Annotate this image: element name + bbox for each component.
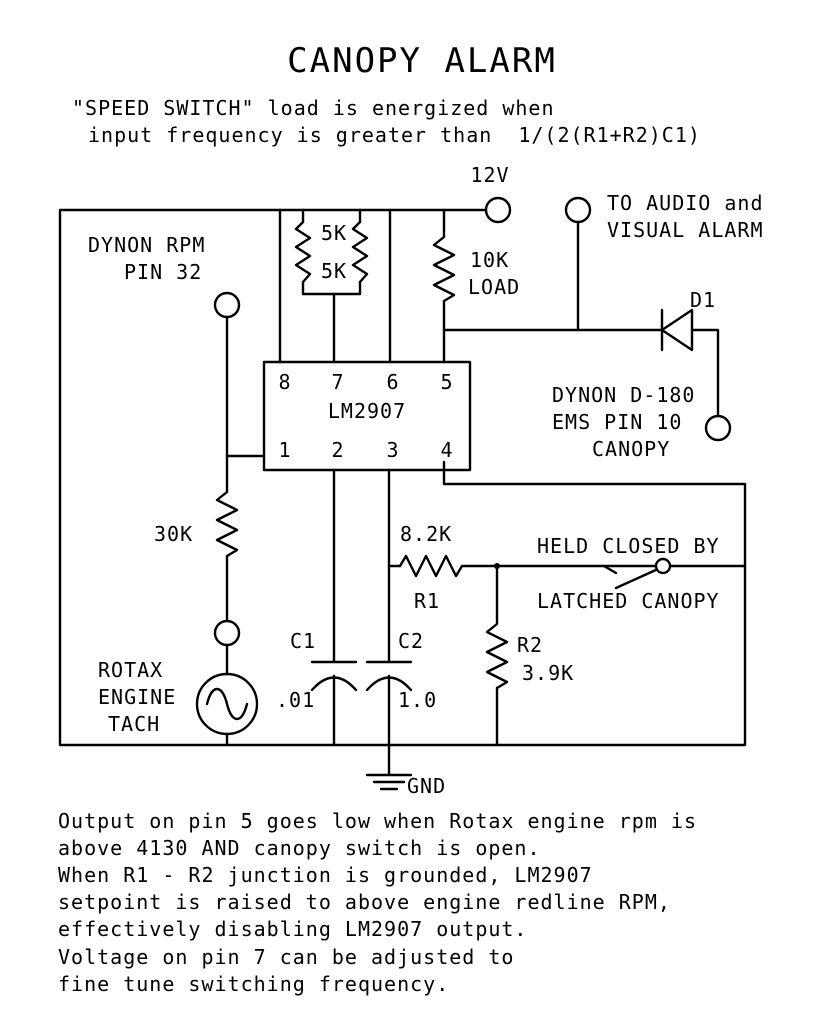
diode-d1 bbox=[660, 308, 694, 352]
tach-label-3: TACH bbox=[108, 712, 160, 736]
canopy-switch bbox=[602, 557, 672, 590]
pot-label-2: 5K bbox=[321, 259, 347, 283]
subtitle-line-1: "SPEED SWITCH" load is energized when bbox=[72, 96, 555, 120]
ic-pin-6: 6 bbox=[386, 370, 399, 394]
note-line-6: Voltage on pin 7 can be adjusted to bbox=[58, 945, 514, 969]
note-line-5: effectively disabling LM2907 output. bbox=[58, 917, 527, 941]
ems-label-3: CANOPY bbox=[592, 437, 670, 461]
input-chain bbox=[215, 315, 266, 747]
note-line-4: setpoint is raised to above engine redli… bbox=[58, 890, 671, 914]
supply-label: 12V bbox=[470, 163, 509, 187]
capacitor-c1 bbox=[310, 468, 358, 747]
ic-pin-1: 1 bbox=[278, 438, 291, 462]
note-line-2: above 4130 AND canopy switch is open. bbox=[58, 836, 541, 860]
note-line-1: Output on pin 5 goes low when Rotax engi… bbox=[58, 809, 697, 833]
c1-name: C1 bbox=[290, 629, 316, 653]
subtitle-line-2: input frequency is greater than 1/(2(R1+… bbox=[88, 123, 701, 147]
pot-label-1: 5K bbox=[321, 221, 347, 245]
ic-pin-3: 3 bbox=[386, 438, 399, 462]
alarm-output-label-2: VISUAL ALARM bbox=[607, 218, 764, 242]
diode-label: D1 bbox=[690, 288, 716, 312]
r2-value: 3.9K bbox=[522, 661, 574, 685]
frame-wires bbox=[58, 208, 747, 747]
resistor-r2 bbox=[485, 564, 509, 747]
note-line-3: When R1 - R2 junction is grounded, LM290… bbox=[58, 863, 593, 887]
load-label-value: 10K bbox=[470, 248, 509, 272]
capacitor-c2 bbox=[365, 468, 413, 777]
alarm-output-label-1: TO AUDIO and bbox=[607, 191, 764, 215]
c2-value: 1.0 bbox=[398, 688, 437, 712]
alarm-output-terminal bbox=[564, 196, 592, 224]
ic-pin-7: 7 bbox=[331, 370, 344, 394]
switch-label-1: HELD CLOSED BY bbox=[537, 534, 720, 558]
resistor-r1 bbox=[387, 554, 747, 578]
dynon-rpm-label-1: DYNON RPM bbox=[88, 233, 205, 257]
dynon-rpm-label-2: PIN 32 bbox=[124, 260, 202, 284]
ems-terminal bbox=[704, 414, 732, 442]
tach-label-1: ROTAX bbox=[98, 658, 163, 682]
ic-pin-2: 2 bbox=[331, 438, 344, 462]
r30k-label: 30K bbox=[154, 522, 193, 546]
trim-pot-network bbox=[294, 208, 369, 364]
ems-label-1: DYNON D-180 bbox=[552, 383, 695, 407]
ems-label-2: EMS PIN 10 bbox=[552, 410, 682, 434]
tach-source bbox=[195, 672, 259, 736]
lm2907-ic bbox=[262, 360, 472, 472]
supply-branches bbox=[278, 208, 456, 364]
gnd-label: GND bbox=[407, 774, 446, 798]
switch-label-2: LATCHED CANOPY bbox=[537, 589, 720, 613]
ic-name: LM2907 bbox=[328, 399, 406, 423]
dynon-rpm-terminal bbox=[213, 291, 241, 319]
r1-name: R1 bbox=[414, 589, 440, 613]
notes-block: Output on pin 5 goes low when Rotax engi… bbox=[58, 809, 697, 996]
supply-terminal bbox=[484, 196, 512, 224]
c1-value: .01 bbox=[276, 688, 315, 712]
tach-label-2: ENGINE bbox=[98, 685, 176, 709]
page-title: CANOPY ALARM bbox=[287, 41, 557, 81]
ic-pin-4: 4 bbox=[440, 438, 453, 462]
output-wires bbox=[442, 220, 720, 418]
note-line-7: fine tune switching frequency. bbox=[58, 972, 449, 996]
r2-name: R2 bbox=[517, 633, 543, 657]
ground-symbol bbox=[365, 773, 413, 791]
load-label-text: LOAD bbox=[468, 275, 520, 299]
c2-name: C2 bbox=[398, 629, 424, 653]
tach-terminal bbox=[213, 619, 241, 647]
ic-pin-8: 8 bbox=[278, 370, 291, 394]
r1-value: 8.2K bbox=[400, 522, 452, 546]
ic-pin-5: 5 bbox=[440, 370, 453, 394]
